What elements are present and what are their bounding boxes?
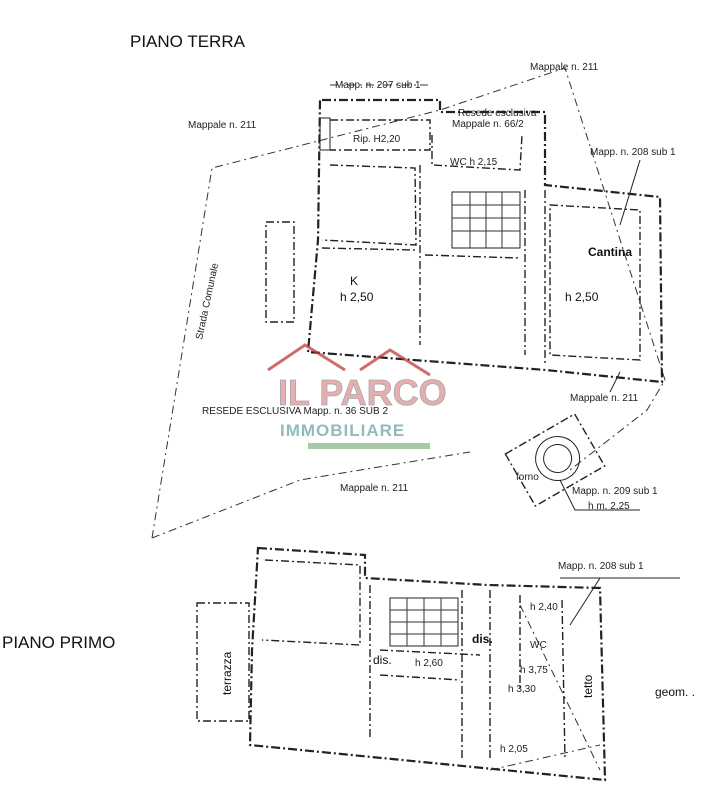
- wc-walls: [431, 134, 523, 171]
- forno-structure: [504, 413, 606, 507]
- label-h-260: h 2,60: [415, 658, 443, 669]
- label-kitchen-height: h 2,50: [340, 290, 374, 304]
- first-floor-outer-walls: [248, 546, 607, 782]
- stair-divider: [424, 254, 521, 259]
- first-floor-title: PIANO PRIMO: [2, 633, 115, 652]
- watermark-logo: IL PARCO IMMOBILIARE: [267, 343, 447, 449]
- first-partition-2: [379, 649, 481, 656]
- label-terrazza: terrazza: [220, 651, 234, 695]
- watermark-subtitle: IMMOBILIARE: [280, 421, 405, 440]
- property-boundary-south: [151, 451, 471, 539]
- label-tetto: tetto: [581, 674, 595, 698]
- leader-mapp-209: [559, 479, 640, 511]
- label-dis-1: dis.: [472, 632, 493, 646]
- label-cantina-height: h 2,50: [565, 290, 599, 304]
- label-h-330: h 3,30: [508, 684, 536, 695]
- label-h-375: h 3,75: [520, 665, 548, 676]
- cantina-inner: [549, 204, 641, 361]
- leader-mapp-208-first-diag: [569, 577, 601, 626]
- label-mappale-211-top: Mappale n. 211: [530, 62, 599, 73]
- property-boundary: [151, 67, 666, 539]
- roof-line-1: [519, 604, 601, 771]
- west-annex: [265, 221, 295, 323]
- kitchen-north-wall: [321, 164, 417, 246]
- label-mappale-211-left: Mappale n. 211: [188, 120, 257, 131]
- label-wc-first: WC: [530, 640, 547, 651]
- label-forno: forno: [516, 472, 539, 483]
- label-forno-height: h m. 2,25: [588, 501, 630, 512]
- label-mappale-211-bottom: Mappale n. 211: [340, 483, 409, 494]
- label-ripostiglio: Rip. H2,20: [353, 134, 401, 145]
- label-h-205: h 2,05: [500, 744, 528, 755]
- label-resede-esclusiva: RESEDE ESCLUSIVA Mapp. n. 36 SUB 2: [202, 406, 388, 417]
- label-resede-1: Resede esclusiva: [458, 108, 537, 119]
- watermark-roof-icon-2: [359, 348, 431, 377]
- window-north: [319, 117, 331, 151]
- label-geom: geom. .: [655, 685, 695, 699]
- ground-floor-title: PIANO TERRA: [130, 32, 246, 51]
- label-mappale-211-right: Mappale n. 211: [570, 393, 639, 404]
- ripostiglio-walls: [330, 119, 431, 151]
- label-strada-comunale: Strada Comunale: [194, 262, 221, 341]
- watermark-green-bar: [308, 443, 430, 449]
- wc-east-wall: [561, 599, 566, 761]
- leader-mapp-208: [619, 159, 641, 226]
- label-resede-2: Mappale n. 66/2: [452, 119, 524, 130]
- terrazza-structure: [196, 602, 250, 722]
- label-mapp-209: Mapp. n. 209 sub 1: [572, 486, 658, 497]
- dis-wall: [379, 674, 461, 681]
- label-cantina: Cantina: [588, 245, 632, 259]
- label-mapp-208-ground: Mapp. n. 208 sub 1: [590, 147, 676, 158]
- label-wc-ground: WC h 2,15: [450, 157, 498, 168]
- leader-mappale-right: [609, 371, 621, 393]
- label-mappale-207: Mapp. n. 207 sub 1: [335, 80, 421, 91]
- label-mapp-208-first: Mapp. n. 208 sub 1: [558, 561, 644, 572]
- label-dis-2: dis.: [373, 653, 392, 667]
- roof-line-2: [489, 744, 601, 771]
- watermark-brand: IL PARCO: [278, 372, 447, 413]
- first-room-north: [261, 559, 361, 646]
- label-kitchen: K: [350, 274, 358, 288]
- ground-floor-outer-walls: [306, 98, 664, 384]
- kitchen-divider: [321, 247, 416, 251]
- label-h-240: h 2,40: [530, 602, 558, 613]
- watermark-roof-icon: [267, 343, 346, 372]
